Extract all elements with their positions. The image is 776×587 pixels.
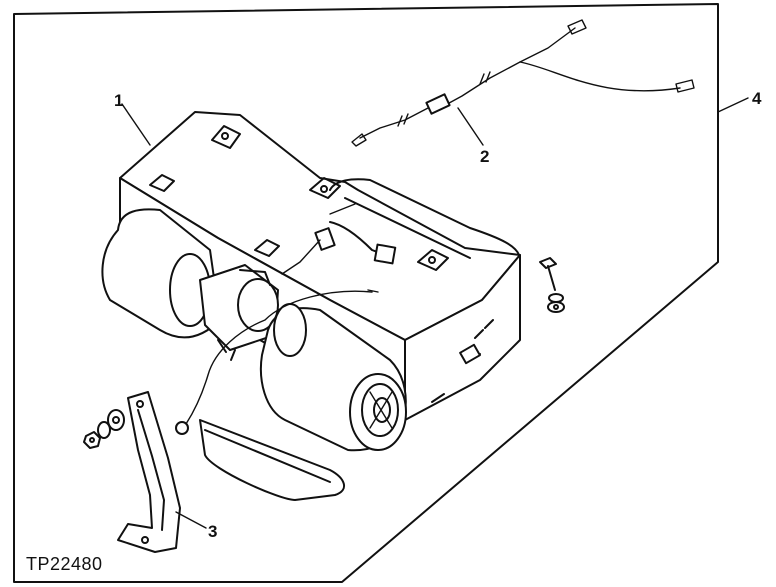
left-blower — [101, 208, 279, 361]
thermostat-wire — [351, 19, 695, 147]
figure-id: TP22480 — [26, 554, 103, 574]
ground-wire — [185, 290, 373, 425]
bolt-and-washers — [539, 257, 565, 313]
callout-2-label: 2 — [480, 147, 489, 166]
assembly-boundary — [13, 3, 719, 583]
nut-and-washers — [83, 409, 125, 449]
callout-1-label: 1 — [114, 91, 123, 110]
leader-lines — [121, 97, 749, 529]
callout-3-label: 3 — [208, 522, 217, 541]
callout-4-label: 4 — [752, 89, 762, 108]
right-blower — [199, 303, 407, 501]
mounting-bracket — [117, 391, 181, 553]
